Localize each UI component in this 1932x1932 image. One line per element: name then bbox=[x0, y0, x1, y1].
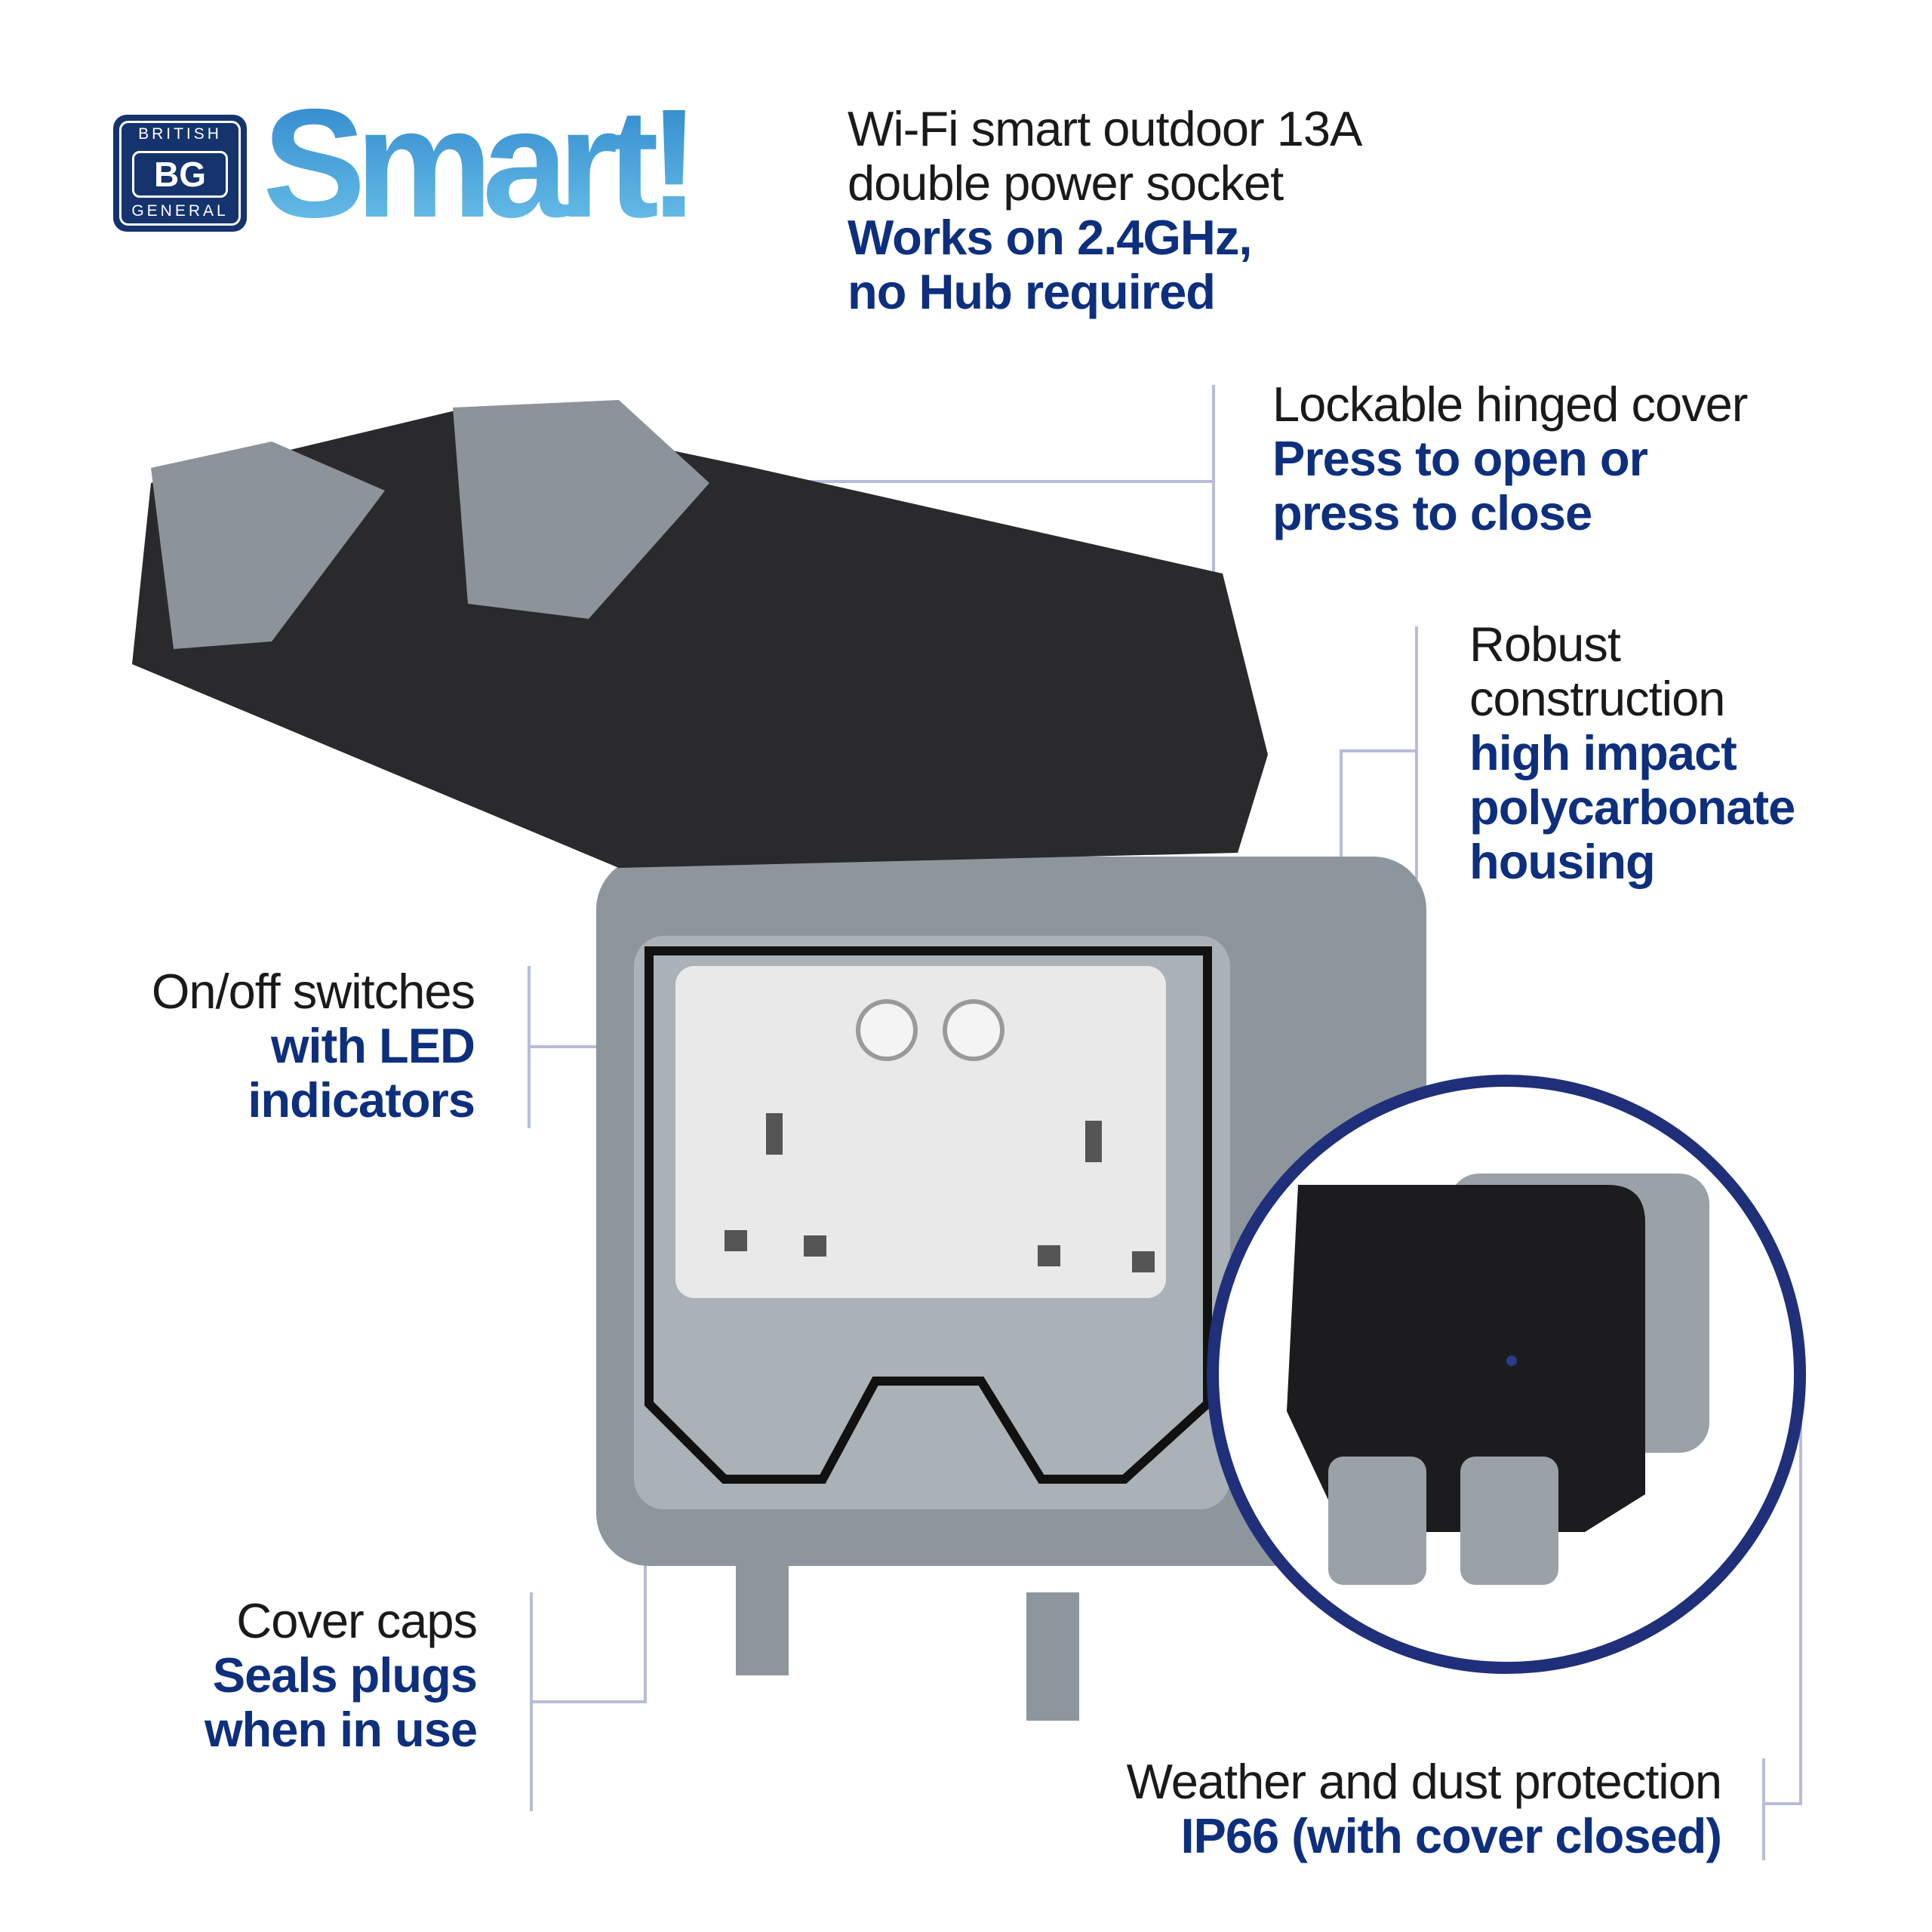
callout-cover: Lockable hinged cover Press to open or p… bbox=[1272, 377, 1748, 540]
callout-bold: press to close bbox=[1272, 485, 1592, 540]
callout-bold: Press to open or bbox=[1272, 431, 1648, 486]
callout-bold: housing bbox=[1469, 834, 1656, 889]
callout-bold: when in use bbox=[204, 1702, 478, 1757]
callout-title: Robust bbox=[1469, 617, 1621, 672]
switch-led-1 bbox=[856, 999, 918, 1061]
cover-cap-1 bbox=[736, 1555, 789, 1675]
callout-title: Cover caps bbox=[236, 1593, 478, 1648]
callout-bold: with LED bbox=[270, 1018, 475, 1073]
socket-faceplate bbox=[675, 966, 1166, 1298]
bg-logo-badge: BRITISH BG GENERAL bbox=[113, 115, 247, 232]
header-bold-2: no Hub required bbox=[848, 264, 1216, 319]
callout-bold: IP66 (with cover closed) bbox=[1180, 1808, 1722, 1863]
header-bold-1: Works on 2.4GHz, bbox=[848, 210, 1252, 265]
cover-cap-2 bbox=[1026, 1592, 1079, 1721]
callout-housing: Robust construction high impact polycarb… bbox=[1469, 617, 1795, 889]
callout-bold: indicators bbox=[248, 1072, 475, 1128]
logo-bg: BG bbox=[132, 151, 228, 198]
callout-title: Lockable hinged cover bbox=[1272, 377, 1748, 432]
callout-bold: high impact bbox=[1469, 725, 1737, 780]
smart-wordmark: Smart! bbox=[263, 77, 700, 250]
callout-title: On/off switches bbox=[151, 964, 475, 1019]
callout-weather: Weather and dust protection IP66 (with c… bbox=[1126, 1754, 1722, 1863]
hinged-cover bbox=[132, 408, 1268, 868]
callout-caps: Cover caps Seals plugs when in use bbox=[204, 1593, 478, 1757]
callout-title: construction bbox=[1469, 671, 1725, 726]
header-line-2: double power socket bbox=[848, 155, 1284, 211]
callout-switches: On/off switches with LED indicators bbox=[152, 964, 475, 1128]
header-line-1: Wi-Fi smart outdoor 13A bbox=[848, 101, 1362, 156]
switch-led-2 bbox=[943, 999, 1004, 1061]
callout-title: Weather and dust protection bbox=[1126, 1754, 1722, 1809]
callout-bold: Seals plugs bbox=[212, 1647, 478, 1703]
header-description: Wi-Fi smart outdoor 13A double power soc… bbox=[848, 101, 1362, 319]
logo-british: BRITISH bbox=[138, 125, 222, 143]
callout-bold: polycarbonate bbox=[1469, 780, 1795, 835]
logo-general: GENERAL bbox=[131, 202, 229, 220]
